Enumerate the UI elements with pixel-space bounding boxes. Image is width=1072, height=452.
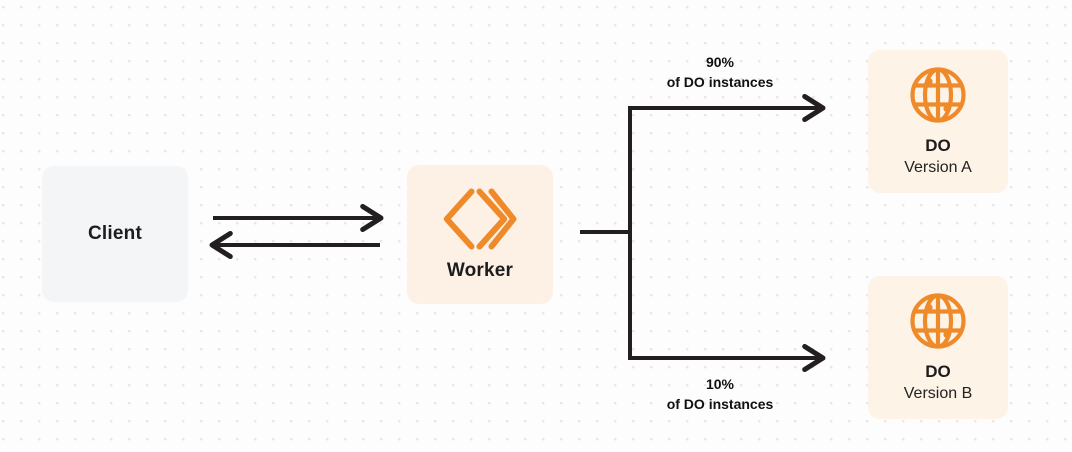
node-client[interactable]: Client [42, 166, 188, 302]
globe-icon [909, 66, 967, 124]
edge-label-do-a: 90% of DO instances [614, 52, 826, 93]
node-do-b-sublabel: Version B [903, 385, 973, 402]
node-worker-label: Worker [446, 259, 514, 281]
node-do-version-b[interactable]: DO Version B [868, 276, 1008, 419]
edge-label-do-b-percent: 10% [705, 376, 735, 392]
edge-label-do-b-caption: of DO instances [666, 396, 774, 413]
node-do-version-a[interactable]: DO Version A [868, 50, 1008, 193]
node-do-b-label: DO [925, 362, 951, 381]
node-do-a-label: DO [925, 136, 951, 155]
node-client-label: Client [88, 223, 142, 244]
edge-label-do-b: 10% of DO instances [614, 374, 826, 415]
node-do-a-sublabel: Version A [904, 159, 972, 176]
cloudflare-workers-icon [443, 188, 517, 260]
globe-icon [909, 292, 967, 350]
edge-label-do-a-percent: 90% [705, 54, 735, 70]
edge-label-do-a-caption: of DO instances [666, 74, 774, 91]
node-worker[interactable]: Worker [407, 165, 553, 304]
